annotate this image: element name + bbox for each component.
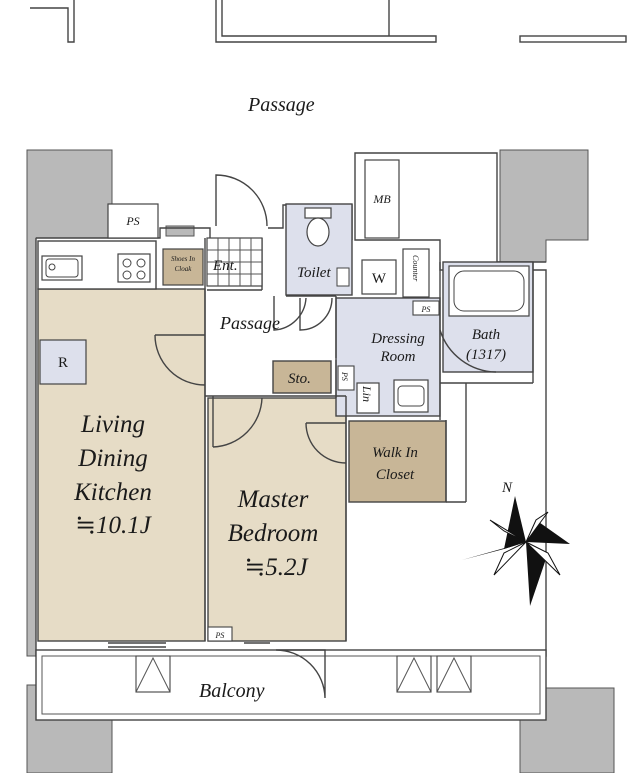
linen-label: Lin [360, 385, 374, 402]
master-label-line2: Bedroom [228, 520, 319, 547]
dressing-label-line2: Room [380, 349, 416, 365]
closet-label-line1: Walk In [372, 445, 418, 461]
compass-north-label: N [501, 480, 513, 496]
balcony-units [135, 655, 472, 693]
counter-label: Counter [411, 255, 420, 282]
ps-label-vertical: PS [340, 371, 349, 381]
master-area: ≒5.2J [244, 554, 309, 581]
refrigerator-icon [39, 339, 87, 385]
master-label-line1: Master [237, 486, 309, 513]
toilet-icon [304, 207, 350, 287]
doors [108, 174, 497, 699]
passage-label: Passage [219, 313, 280, 333]
storage-floor [272, 360, 332, 394]
mb-closet [364, 159, 400, 239]
bath-label-line1: Bath [472, 327, 500, 343]
balcony-label: Balcony [199, 680, 265, 702]
washer-icon [361, 259, 397, 295]
shoes-cloak-floor [162, 248, 204, 286]
stove-icon [117, 253, 151, 283]
mb-label: MB [372, 192, 391, 206]
dressing-label-line1: Dressing [370, 331, 425, 347]
kitchen-sink-icon [41, 255, 83, 281]
refrigerator-label: R [58, 355, 68, 371]
toilet-label: Toilet [297, 265, 331, 281]
ldk-label-line2: Dining [77, 445, 147, 472]
bathtub-icon [448, 265, 530, 317]
entrance-tiles [206, 237, 263, 287]
ps-label-dressing: PS [421, 305, 431, 314]
ps-label-top: PS [125, 214, 139, 228]
washer-label: W [372, 271, 387, 287]
dressing-sink-icon [393, 379, 429, 413]
ldk-area: ≒10.1J [75, 512, 153, 539]
closet-label-line2: Closet [376, 467, 415, 483]
ps-boxes [107, 203, 440, 642]
shoes-cloak-label-line2: Cloak [175, 265, 193, 273]
shoes-cloak-label-line1: Shoes In [171, 255, 195, 263]
master-floor [207, 397, 347, 642]
ps-label-bedroom: PS [215, 631, 225, 640]
interior-walls [204, 238, 534, 641]
counter-unit [402, 248, 430, 298]
corridor-structure [30, 0, 627, 43]
storage-label: Sto. [288, 371, 311, 387]
compass-rose-icon [462, 496, 570, 606]
corridor-label: Passage [247, 94, 315, 116]
ldk-label-line1: Living [80, 411, 145, 438]
ldk-label-line3: Kitchen [73, 479, 152, 506]
bath-label-line2: (1317) [466, 347, 506, 363]
linen-cabinet [356, 382, 380, 414]
entrance-label: Ent. [212, 258, 238, 274]
walk-in-closet-floor [348, 420, 447, 503]
